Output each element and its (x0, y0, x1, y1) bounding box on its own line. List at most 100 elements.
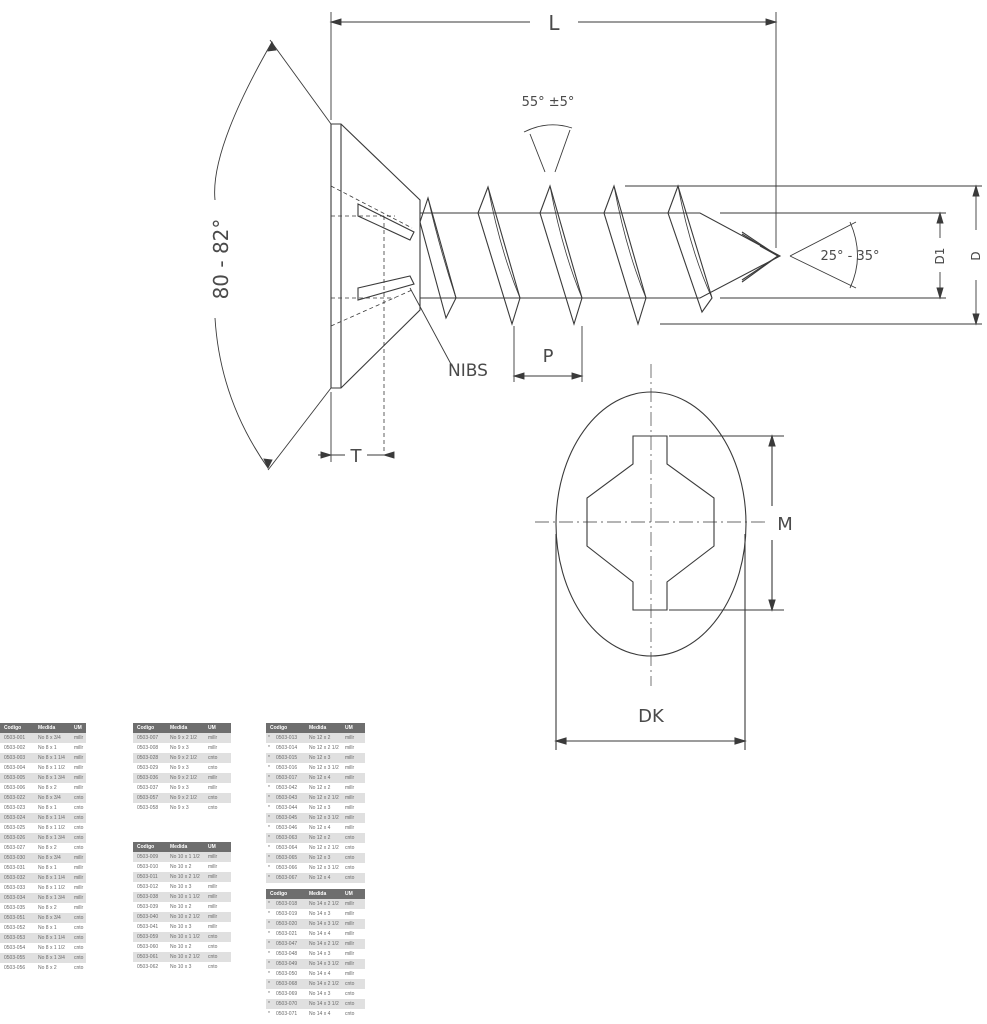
table-cell: 0503-029 (133, 763, 166, 773)
table-cell: cnto (341, 1009, 365, 1019)
table-cell: No 12 x 2 1/2 (305, 743, 341, 753)
phillips-recess (586, 435, 715, 611)
table-cell: 0503-004 (0, 763, 34, 773)
table-cell: 0503-005 (0, 773, 34, 783)
table-cell: 0503-030 (0, 853, 34, 863)
table-cell: 0503-053 (0, 933, 34, 943)
table-cell: No 14 x 3 (305, 909, 341, 919)
table-cell: millr (341, 969, 365, 979)
table-header-row: Codigo Medida UM (133, 723, 231, 733)
table-cell: cnto (70, 793, 86, 803)
table-cell: * (266, 999, 272, 1009)
table-cell: 0503-058 (133, 803, 166, 813)
table-cell: cnto (70, 923, 86, 933)
table-cell: millr (341, 743, 365, 753)
table-cell: No 12 x 2 (305, 733, 341, 743)
table-cell: No 14 x 4 (305, 969, 341, 979)
table-cell: cnto (70, 833, 86, 843)
table-cell: 0503-018 (272, 899, 305, 909)
table-cell: cnto (341, 853, 365, 863)
point-angle-label: 25° - 35° (820, 249, 879, 264)
table-cell: millr (204, 743, 231, 753)
table-cell: * (266, 783, 272, 793)
header-codigo: Codigo (133, 723, 166, 733)
table-cell: * (266, 793, 272, 803)
table-cell: 0503-003 (0, 753, 34, 763)
table-cell: millr (70, 893, 86, 903)
header-medida: Medida (305, 889, 341, 899)
table-cell: No 9 x 3 (166, 743, 204, 753)
table-cell: No 10 x 2 1/2 (166, 952, 204, 962)
table-cell: No 10 x 2 1/2 (166, 912, 204, 922)
table-cell: 0503-012 (133, 882, 166, 892)
header-medida: Medida (166, 723, 204, 733)
table-cell: No 8 x 1 1/4 (34, 933, 70, 943)
table-cell: 0503-024 (0, 813, 34, 823)
nibs-label: NIBS (448, 361, 488, 381)
table-cell: 0503-051 (0, 913, 34, 923)
table-cell: No 8 x 1 (34, 803, 70, 813)
table-cell: No 14 x 3 1/2 (305, 919, 341, 929)
table-cell: 0503-035 (0, 903, 34, 913)
table-cell: No 8 x 2 (34, 903, 70, 913)
table-cell: cnto (70, 933, 86, 943)
table-cell: 0503-052 (0, 923, 34, 933)
table-cell: cnto (70, 943, 86, 953)
table-cell: 0503-026 (0, 833, 34, 843)
table-cell: No 9 x 2 1/2 (166, 773, 204, 783)
table-cell: 0503-065 (272, 853, 305, 863)
table-cell: 0503-048 (272, 949, 305, 959)
table-cell: 0503-037 (133, 783, 166, 793)
table-cell: 0503-020 (272, 919, 305, 929)
table-cell: 0503-046 (272, 823, 305, 833)
table-cell: No 8 x 1 3/4 (34, 833, 70, 843)
table-cell: No 10 x 1 1/2 (166, 852, 204, 862)
head-thickness-label: T (350, 446, 363, 467)
table-cell: No 14 x 3 1/2 (305, 999, 341, 1009)
thread-angle-label: 55° ±5° (522, 95, 575, 110)
table-cell: * (266, 733, 272, 743)
table-header-row: Codigo Medida UM (133, 842, 231, 852)
table-cell: 0503-045 (272, 813, 305, 823)
table-cell: 0503-069 (272, 989, 305, 999)
table-cell: cnto (204, 952, 231, 962)
table-cell: No 8 x 1 3/4 (34, 893, 70, 903)
table-cell: millr (341, 763, 365, 773)
table-header-row: Codigo Medida UM (266, 723, 365, 733)
table-cell: millr (204, 852, 231, 862)
table-cell: No 10 x 3 (166, 922, 204, 932)
header-medida: Medida (166, 842, 204, 852)
table-cell: No 12 x 4 (305, 873, 341, 883)
table-cell: No 9 x 2 1/2 (166, 753, 204, 763)
table-cell: No 9 x 2 1/2 (166, 733, 204, 743)
table-cell: millr (341, 909, 365, 919)
table-cell: 0503-071 (272, 1009, 305, 1019)
table-cell: cnto (341, 979, 365, 989)
header-codigo: Codigo (133, 842, 166, 852)
table-cell: millr (341, 919, 365, 929)
table-cell: No 8 x 1 1/2 (34, 763, 70, 773)
table-cell: No 12 x 3 (305, 753, 341, 763)
